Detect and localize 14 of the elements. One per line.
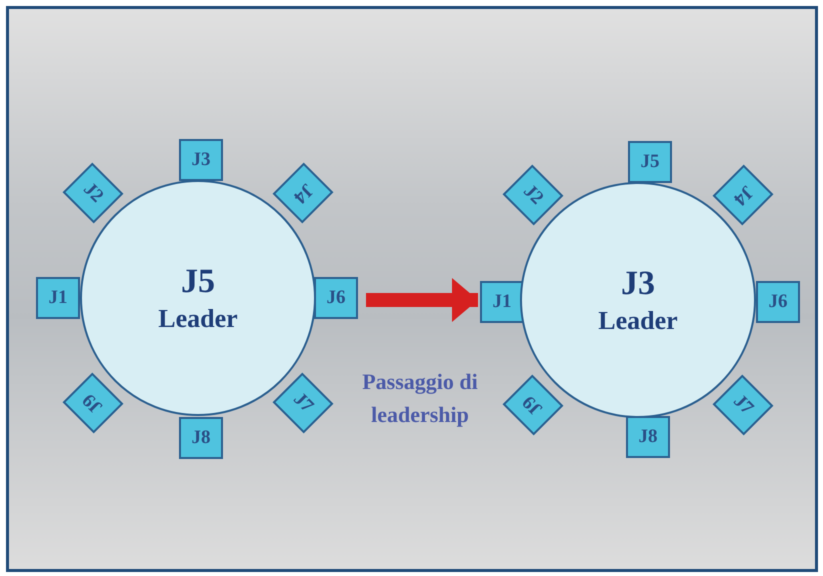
seat-box: J8 <box>626 416 670 458</box>
seat-box: J8 <box>179 417 223 459</box>
leader-id: J5 <box>181 262 215 302</box>
transition-arrow <box>366 278 478 322</box>
seat-box: J6 <box>314 277 358 319</box>
seat-box: J6 <box>756 281 800 323</box>
leader-label: Leader <box>598 305 678 337</box>
seat-box: J5 <box>628 141 672 183</box>
leader-id: J3 <box>621 264 655 304</box>
seat-box: J3 <box>179 139 223 181</box>
leader-label: Leader <box>158 303 238 335</box>
seat-box: J1 <box>36 277 80 319</box>
caption-text: Passaggio di leadership <box>361 368 479 429</box>
seat-box: J1 <box>480 281 524 323</box>
